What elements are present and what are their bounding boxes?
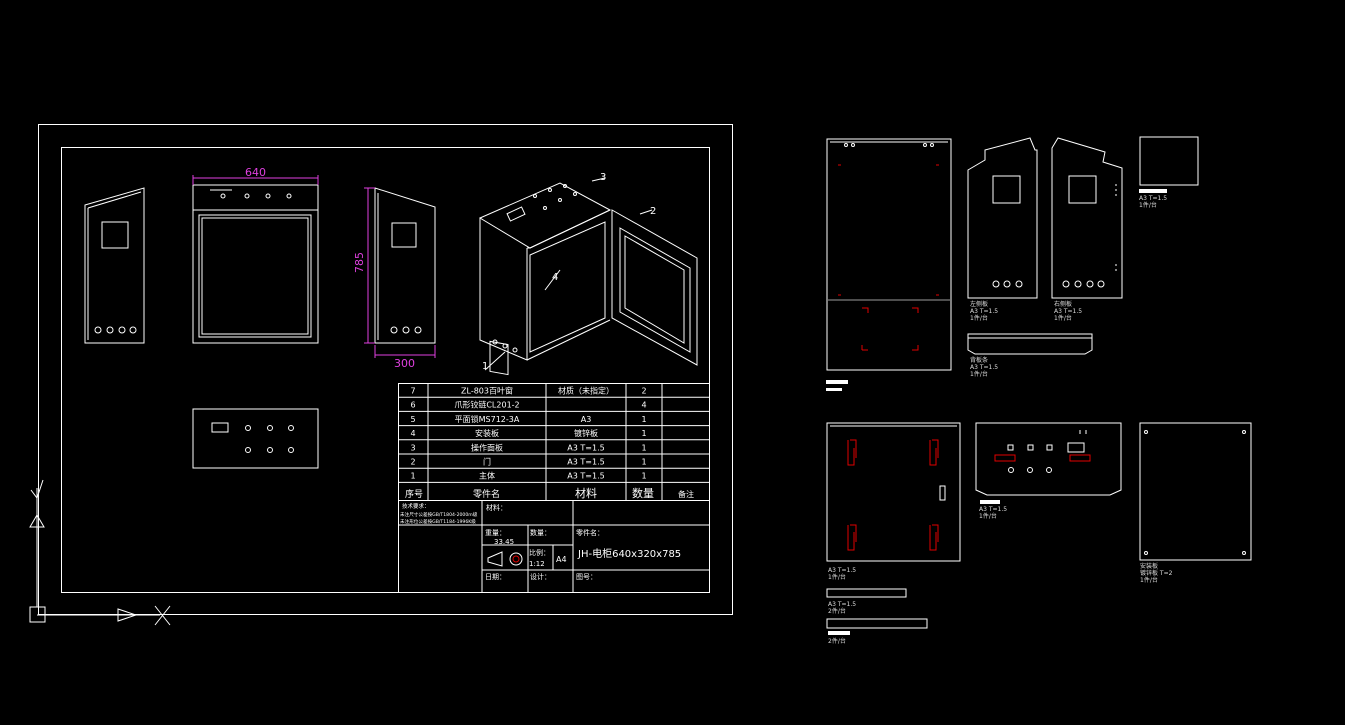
tech-requirement-1: 未注尺寸公差按GB/T1804-2000m级 (400, 511, 478, 518)
bom-cell-no: 7 (410, 387, 415, 396)
part-main-body (826, 138, 952, 391)
dim-width: 640 (245, 166, 266, 179)
bom-cell-qty: 1 (641, 458, 646, 467)
bom-cell-qty: 1 (641, 443, 646, 452)
bom-cell-material: A3 T=1.5 (567, 458, 604, 467)
bom-cell-material: 镀锌板 (574, 428, 598, 438)
side-view-left (84, 187, 145, 344)
dim-height: 785 (353, 252, 366, 273)
qty-label: 数量： (530, 528, 551, 537)
strip2-qty: 2件/台 (828, 637, 846, 645)
balloon-3: 3 (600, 172, 606, 183)
top-view (192, 408, 319, 469)
mount-name: 安装板 (1140, 562, 1158, 570)
part-mounting-plate: 安装板 镀锌板 T=2 1件/台 (1139, 422, 1252, 584)
part-strip-2: 2件/台 (826, 618, 928, 645)
bom-cell-qty: 4 (641, 401, 646, 410)
balloon-4: 4 (552, 272, 558, 283)
bom-cell-material: A3 T=1.5 (567, 472, 604, 481)
part-back-strip: 背板条 A3 T=1.5 1件/台 (967, 333, 1093, 378)
right-side-qty: 1件/台 (1054, 314, 1072, 322)
bom-header-name: 零件名 (473, 488, 500, 500)
bom-cell-name: 平面锁MS712-3A (455, 414, 520, 424)
bom-cell-qty: 1 (641, 429, 646, 438)
scale-value: 1:12 (529, 560, 545, 568)
drawing-frame (38, 124, 733, 615)
balloon-2: 2 (650, 206, 656, 217)
bom-cell-no: 5 (410, 415, 415, 424)
weight-label: 重量： (485, 529, 506, 537)
bom-cell-name: 门 (483, 457, 491, 467)
scale-label: 比例： (529, 548, 550, 557)
material-label: 材料： (486, 503, 507, 512)
isometric-view: 1 2 3 4 (478, 172, 698, 376)
bom-cell-material: 材质（未指定） (558, 386, 614, 396)
part-door: A3 T=1.5 1件/台 (826, 422, 961, 581)
small-plate-spec: A3 T=1.5 (1139, 195, 1167, 202)
front-view: 640 (192, 166, 319, 344)
right-side-name: 右侧板 (1054, 300, 1072, 308)
part-small-plate: A3 T=1.5 1件/台 (1139, 136, 1199, 209)
panel-spec: A3 T=1.5 (979, 506, 1007, 513)
part-name-label: 零件名： (576, 528, 604, 537)
panel-qty: 1件/台 (979, 512, 997, 520)
ucs-icon (29, 479, 171, 626)
bom-cell-name: ZL-803百叶窗 (461, 386, 513, 396)
left-side-qty: 1件/台 (970, 314, 988, 322)
bom-cell-no: 2 (410, 458, 415, 467)
bom-cell-name: 操作面板 (471, 442, 503, 452)
bom-cell-no: 4 (410, 429, 415, 438)
bom-cell-qty: 1 (641, 415, 646, 424)
bom-header-note: 备注 (678, 489, 694, 499)
tech-requirement-2: 未注形位公差按GB/T1184-1996K级 (400, 518, 476, 525)
back-strip-spec: A3 T=1.5 (970, 364, 998, 371)
part-strip-1: A3 T=1.5 2件/台 (826, 588, 907, 615)
bom-cell-material: A3 (581, 415, 592, 424)
back-strip-qty: 1件/台 (970, 370, 988, 378)
sheet-size: A4 (556, 555, 567, 564)
bom-cell-name: 安装板 (475, 428, 499, 438)
left-side-spec: A3 T=1.5 (970, 308, 998, 315)
date-label: 日期： (485, 573, 506, 581)
bom-table: 7 ZL-803百叶窗 材质（未指定） 2 6 爪形铰链CL201-2 4 5 平面锁MS712… (398, 383, 710, 501)
mount-spec: 镀锌板 T=2 (1140, 569, 1173, 577)
bom-cell-name: 爪形铰链CL201-2 (454, 400, 519, 410)
bom-cell-name: 主体 (479, 471, 495, 481)
part-panel: A3 T=1.5 1件/台 (975, 422, 1122, 520)
balloon-1: 1 (482, 361, 488, 372)
door-qty: 1件/台 (828, 573, 846, 581)
design-label: 设计： (530, 572, 551, 581)
mount-qty: 1件/台 (1140, 576, 1158, 584)
part-name-value: JH-电柜640x320x785 (577, 547, 681, 560)
bom-header-material: 材料 (575, 486, 597, 500)
projection-symbol (487, 551, 523, 567)
bom-header-no: 序号 (405, 488, 423, 500)
side-view-right: 785 300 (353, 187, 436, 370)
tech-requirements-label: 技术要求： (402, 502, 430, 510)
bom-header-qty: 数量 (632, 487, 654, 500)
part-right-side: 右侧板 A3 T=1.5 1件/台 (1051, 137, 1123, 322)
door-spec: A3 T=1.5 (828, 567, 856, 574)
back-strip-name: 背板条 (970, 356, 988, 364)
bom-cell-qty: 1 (641, 472, 646, 481)
small-plate-qty: 1件/台 (1139, 201, 1157, 209)
left-side-name: 左侧板 (970, 300, 988, 308)
bom-cell-no: 1 (410, 472, 415, 481)
drawing-no-label: 图号： (576, 573, 597, 581)
strip1-qty: 2件/台 (828, 607, 846, 615)
dim-depth: 300 (394, 357, 415, 370)
strip1-spec: A3 T=1.5 (828, 601, 856, 608)
weight-value: 33.45 (494, 538, 514, 546)
part-left-side: 左侧板 A3 T=1.5 1件/台 (967, 137, 1038, 322)
bom-cell-material: A3 T=1.5 (567, 443, 604, 452)
bom-cell-qty: 2 (641, 387, 646, 396)
bom-cell-no: 3 (410, 443, 415, 452)
title-block: 技术要求： 未注尺寸公差按GB/T1804-2000m级 未注形位公差按GB/T… (398, 500, 710, 593)
right-side-spec: A3 T=1.5 (1054, 308, 1082, 315)
bom-cell-no: 6 (410, 401, 415, 410)
